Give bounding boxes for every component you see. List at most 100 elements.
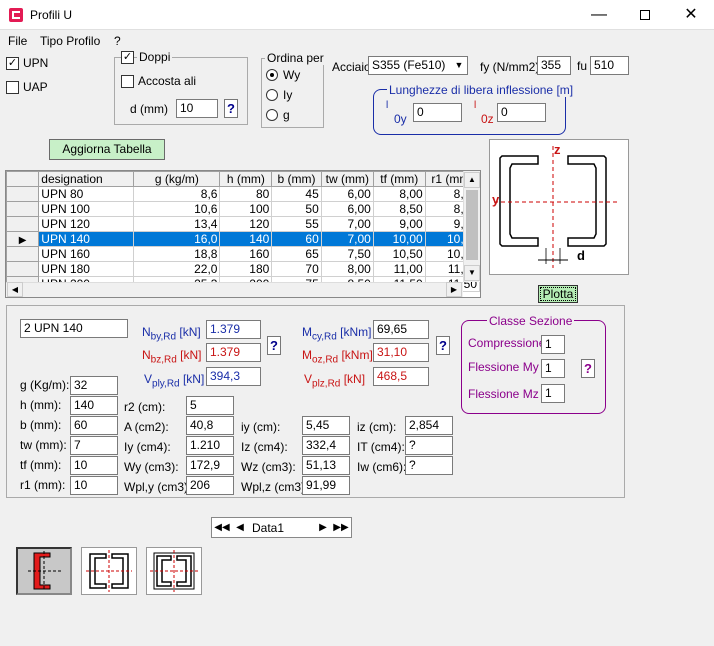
row-selector-arrow-icon[interactable]: ▶	[6, 231, 40, 247]
ordina-g-radio[interactable]	[266, 109, 278, 121]
table-cell[interactable]: 22,0	[133, 261, 221, 277]
accosta-checkbox[interactable]	[121, 75, 134, 88]
iw-value[interactable]: ?	[405, 456, 453, 475]
row-selector[interactable]	[6, 186, 40, 202]
table-cell[interactable]: 180	[219, 261, 273, 277]
acciaio-select[interactable]: S355 (Fe510)	[368, 56, 468, 75]
nav-next-icon[interactable]: ▶	[319, 522, 327, 533]
table-cell[interactable]: 80	[219, 186, 273, 202]
table-cell[interactable]: 160	[219, 246, 273, 262]
table-vscroll-thumb[interactable]	[466, 190, 478, 260]
wply-value[interactable]: 206	[186, 476, 234, 495]
table-horizontal-scrollbar[interactable]	[6, 282, 463, 297]
table-cell[interactable]: 16,0	[133, 231, 221, 247]
classe-help-button[interactable]: ?	[581, 359, 595, 378]
r1-value[interactable]: 10	[70, 476, 118, 495]
table-cell[interactable]: UPN 80	[38, 186, 135, 202]
table-cell[interactable]: 10,6	[133, 201, 221, 217]
nav-last-icon[interactable]: ▶▶	[333, 522, 349, 533]
table-cell[interactable]: UPN 160	[38, 246, 135, 262]
row-selector[interactable]	[6, 261, 40, 277]
doppi-help-button[interactable]: ?	[224, 99, 238, 118]
table-cell[interactable]: 7,00	[320, 231, 374, 247]
ordina-wy-radio[interactable]	[266, 69, 278, 81]
table-cell[interactable]: UPN 180	[38, 261, 135, 277]
scroll-right-icon[interactable]: ▶	[446, 282, 462, 297]
col-header-tf[interactable]: tf (mm)	[372, 171, 426, 187]
table-cell[interactable]: 9,00	[372, 216, 426, 232]
tf-value[interactable]: 10	[70, 456, 118, 475]
nbz-value[interactable]: 1.379	[206, 343, 261, 362]
fu-input[interactable]: 510	[590, 56, 629, 75]
n-help-button[interactable]: ?	[267, 336, 281, 355]
table-cell[interactable]: 6,00	[320, 186, 374, 202]
d-input[interactable]: 10	[176, 99, 218, 118]
row-selector[interactable]	[6, 246, 40, 262]
nav-first-icon[interactable]: ◀◀	[214, 522, 230, 533]
wy-value[interactable]: 172,9	[186, 456, 234, 475]
col-header-b[interactable]: b (mm)	[271, 171, 322, 187]
table-cell[interactable]: 45	[271, 186, 322, 202]
flessione-mz-value[interactable]: 1	[541, 384, 565, 403]
b-value[interactable]: 60	[70, 416, 118, 435]
menu-file[interactable]: File	[8, 34, 28, 48]
scroll-down-icon[interactable]: ▼	[464, 265, 480, 281]
mcy-value[interactable]: 69,65	[373, 320, 429, 339]
table-cell[interactable]: 10,00	[372, 231, 426, 247]
col-header-g[interactable]: g (kg/m)	[133, 171, 221, 187]
l0z-input[interactable]: 0	[497, 103, 546, 122]
table-cell[interactable]: 65	[271, 246, 322, 262]
close-button[interactable]: ✕	[684, 6, 698, 23]
aggiorna-tabella-button[interactable]: Aggiorna Tabella	[49, 139, 165, 160]
table-cell[interactable]: 11,00	[372, 261, 426, 277]
nav-prev-icon[interactable]: ◀	[236, 522, 244, 533]
table-cell[interactable]: 50	[271, 201, 322, 217]
izcm-value[interactable]: 2,854	[405, 416, 453, 435]
compressione-value[interactable]: 1	[541, 335, 565, 354]
table-cell[interactable]: 13,4	[133, 216, 221, 232]
iy4-value[interactable]: 1.210	[186, 436, 234, 455]
table-cell[interactable]: 140	[219, 231, 273, 247]
table-cell[interactable]: 18,8	[133, 246, 221, 262]
table-cell[interactable]: UPN 120	[38, 216, 135, 232]
table-cell[interactable]: 8,00	[372, 186, 426, 202]
double-channel-view-button[interactable]	[81, 547, 137, 595]
table-cell[interactable]: 8,6	[133, 186, 221, 202]
wplz-value[interactable]: 91,99	[302, 476, 350, 495]
g-value[interactable]: 32	[70, 376, 118, 395]
uap-checkbox[interactable]	[6, 81, 19, 94]
maximize-button[interactable]	[622, 0, 668, 30]
fy-input[interactable]: 355	[537, 56, 571, 75]
table-cell[interactable]: 6,00	[320, 201, 374, 217]
iycm-value[interactable]: 5,45	[302, 416, 350, 435]
a-value[interactable]: 40,8	[186, 416, 234, 435]
col-header-h[interactable]: h (mm)	[219, 171, 273, 187]
row-selector[interactable]	[6, 216, 40, 232]
table-cell[interactable]: 100	[219, 201, 273, 217]
upn-checkbox[interactable]: ✓	[6, 57, 19, 70]
table-cell[interactable]: UPN 100	[38, 201, 135, 217]
nby-value[interactable]: 1.379	[206, 320, 261, 339]
menu-tipo-profilo[interactable]: Tipo Profilo	[40, 34, 101, 48]
scroll-up-icon[interactable]: ▲	[464, 172, 480, 188]
section-name-input[interactable]: 2 UPN 140	[20, 319, 128, 338]
box-channel-view-button[interactable]	[146, 547, 202, 595]
table-cell[interactable]: 8,50	[372, 201, 426, 217]
table-cell[interactable]: UPN 140	[38, 231, 135, 247]
l0y-input[interactable]: 0	[413, 103, 462, 122]
table-cell[interactable]: 60	[271, 231, 322, 247]
it-value[interactable]: ?	[405, 436, 453, 455]
vply-value[interactable]: 394,3	[206, 367, 261, 386]
scroll-left-icon[interactable]: ◀	[7, 282, 23, 297]
flessione-my-value[interactable]: 1	[541, 359, 565, 378]
doppi-checkbox[interactable]: ✓	[121, 51, 134, 64]
vplz-value[interactable]: 468,5	[373, 367, 429, 386]
table-cell[interactable]: 10,50	[372, 246, 426, 262]
table-cell[interactable]: 70	[271, 261, 322, 277]
table-cell[interactable]: 7,00	[320, 216, 374, 232]
